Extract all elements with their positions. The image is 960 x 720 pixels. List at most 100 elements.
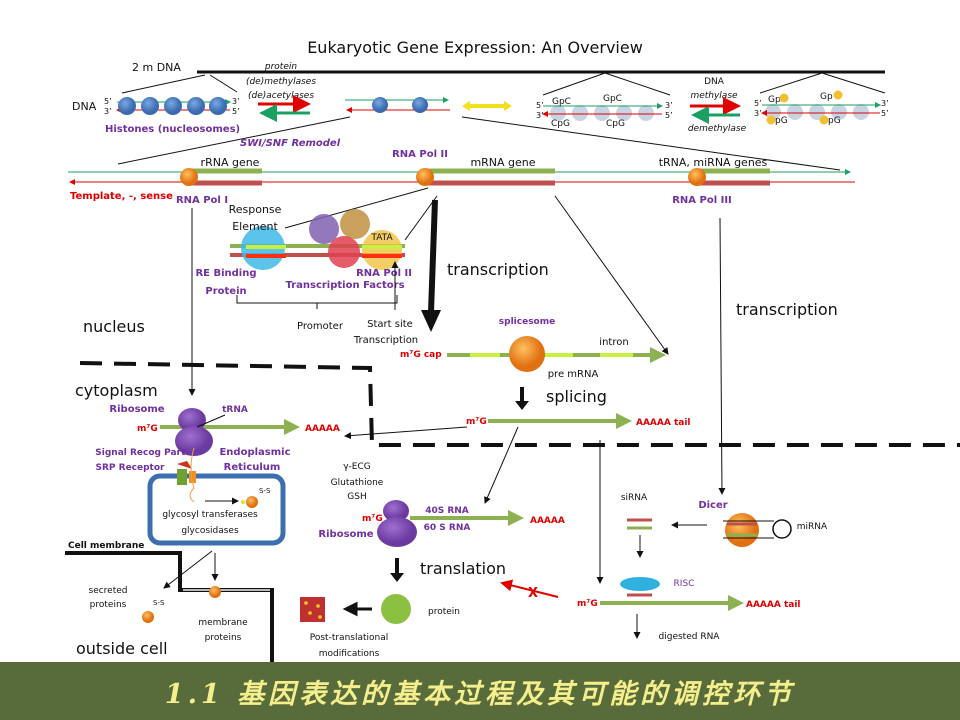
- slide-footer: 1.1 基因表达的基本过程及其可能的调控环节: [0, 662, 960, 720]
- label-chromatin-three_prime: 3’: [536, 111, 544, 120]
- rna-pol-2-icon: [362, 230, 402, 270]
- label-er-er1: Endoplasmic: [219, 447, 290, 458]
- label-chromatin-three_prime: 3’: [754, 109, 762, 118]
- label-cytosol-protein: protein: [428, 607, 460, 617]
- label-methylation-gp: Gp: [820, 92, 833, 102]
- transcription-label: transcription: [447, 260, 549, 279]
- label-genes-template: Template, -, sense: [70, 191, 173, 202]
- label-er-glyco1: glycosyl transferases: [162, 510, 258, 520]
- label-chromatin-remodel: SWI/SNF Remodel: [240, 138, 341, 149]
- nucleus-label: nucleus: [83, 317, 145, 336]
- label-er-secreted2: proteins: [90, 600, 127, 610]
- label-splicing-pre_mrna: pre mRNA: [548, 369, 599, 380]
- er-section: Ribosome tRNA m⁷G AAAAA Signal Recog Par…: [65, 404, 340, 662]
- splicesome-icon: [509, 336, 545, 372]
- label-cytosol-s40: 40S RNA: [425, 506, 469, 516]
- label-cytosol-glutathione: Glutathione: [331, 478, 384, 488]
- label-cytosol-ribosome: Ribosome: [318, 529, 373, 540]
- label-er-polya: AAAAA: [305, 424, 340, 434]
- label-promoter-promoter: Promoter: [297, 321, 344, 332]
- label-chromatin-five_prime: 5’: [754, 99, 762, 108]
- label-er-ribosome: Ribosome: [109, 404, 164, 415]
- protein-icon: [381, 594, 411, 624]
- label-genes-pol2: RNA Pol II: [392, 149, 448, 160]
- cytoplasm-label: cytoplasm: [75, 381, 158, 400]
- translation-section: γ-ECG Glutathione GSH m⁷G Ribosome 40S R…: [300, 462, 565, 659]
- label-splicing-splicesome: splicesome: [499, 317, 555, 327]
- label-promoter-response1: Response: [229, 203, 282, 216]
- histone-icon: [372, 97, 388, 113]
- label-chromatin-three_prime: 3’: [881, 99, 889, 108]
- label-er-er2: Reticulum: [224, 462, 281, 473]
- splicing-label: splicing: [546, 387, 607, 406]
- label-methylation-dna: DNA: [704, 77, 725, 87]
- label-splicing-cap: m⁷G cap: [400, 350, 442, 360]
- label-er-srp1: Signal Recog Part.: [95, 448, 188, 458]
- srp-receptor-icon: [177, 469, 187, 485]
- label-er-membrane1: membrane: [198, 618, 248, 628]
- label-cytosol-x: X: [528, 586, 538, 601]
- label-er-membrane2: proteins: [205, 633, 242, 643]
- nuclear-envelope: [79, 361, 960, 447]
- label-er-ss: S-S: [153, 599, 165, 607]
- chromatin-section: 2 m DNA DNA 5’ 3’ 3’ 5’ Histones (nucleo…: [72, 61, 841, 171]
- label-promoter-response2: Element: [232, 220, 278, 233]
- label-methylation-demethylase: demethylase: [688, 124, 747, 134]
- label-cytosol-ptm2: modifications: [319, 649, 380, 659]
- promoter-section: Response Element TATA RE Binding Protein…: [195, 187, 438, 346]
- dicer-icon: [725, 513, 759, 547]
- label-chromatin-three_prime: 3’: [104, 107, 112, 116]
- label-cytosol-gsh: GSH: [347, 492, 366, 502]
- histone-icon: [118, 97, 227, 115]
- label-cytosol-m7g: m⁷G: [362, 514, 383, 524]
- label-chromatin-five_prime: 5’: [881, 109, 889, 118]
- label-splicing-tail: AAAAA tail: [636, 418, 691, 428]
- label-er-ss: S-S: [259, 487, 271, 495]
- footer-title: 1.1 基因表达的基本过程及其可能的调控环节: [164, 678, 796, 710]
- label-promoter-tata: TATA: [370, 233, 393, 243]
- label-promoter-start2: Transcription: [353, 335, 418, 346]
- label-methylation-gp: Gp: [768, 95, 781, 105]
- label-chromatin-five_prime: 5’: [536, 101, 544, 110]
- label-methylation-pg: pG: [828, 116, 841, 126]
- gene-strand: rRNA gene RNA Pol II mRNA gene tRNA, miR…: [68, 149, 855, 206]
- label-rnai-dicer: Dicer: [698, 500, 727, 511]
- label-cytosol-s60: 60 S RNA: [424, 523, 471, 533]
- label-cytosol-gecg: γ-ECG: [343, 462, 371, 472]
- risc-icon: [620, 577, 660, 591]
- label-rnai-tail: AAAAA tail: [746, 600, 801, 610]
- label-genes-pol3: RNA Pol III: [672, 195, 732, 206]
- endoplasmic-reticulum: [147, 473, 286, 546]
- label-methylation-pg: pG: [775, 116, 788, 126]
- label-promoter-pol2: RNA Pol II: [356, 268, 412, 279]
- label-methylation-cpg: CpG: [606, 119, 625, 129]
- label-promoter-start1: Start site: [367, 319, 413, 330]
- translation-label: translation: [420, 559, 506, 578]
- label-genes-pol1: RNA Pol I: [176, 195, 228, 206]
- label-promoter-tfs: Transcription Factors: [285, 280, 404, 291]
- blocked-translation-arrow: [500, 579, 559, 598]
- ribosome-icon: [377, 500, 417, 547]
- label-promoter-re_binding2: Protein: [205, 286, 246, 297]
- secreted-protein-icon: [142, 611, 154, 623]
- diagram-title: Eukaryotic Gene Expression: An Overview: [307, 38, 643, 57]
- label-splicing-intron: intron: [599, 337, 628, 348]
- transcription-arrow: [428, 199, 438, 313]
- label-cytosol-ptm1: Post-translational: [310, 633, 389, 643]
- label-rnai-m7g: m⁷G: [577, 599, 598, 609]
- label-er-m7g: m⁷G: [137, 424, 158, 434]
- label-chromatin-enzyme_line2: (de)methylases: [246, 77, 316, 87]
- label-genes-mrna: mRNA gene: [470, 156, 535, 169]
- label-methylation-methylase: methylase: [690, 91, 738, 101]
- label-chromatin-three_prime: 3’: [232, 97, 240, 106]
- outside-cell-label: outside cell: [76, 639, 168, 658]
- label-methylation-gpc: GpC: [552, 97, 571, 107]
- label-chromatin-enzyme_line1: protein: [264, 62, 297, 72]
- membrane-protein-icon: [209, 586, 221, 598]
- label-rnai-sirna: siRNA: [621, 493, 648, 503]
- splicing-section: m⁷G cap splicesome intron pre mRNA splic…: [344, 317, 691, 584]
- double-arrow-icon: [462, 101, 512, 111]
- label-er-secreted1: secreted: [89, 586, 128, 596]
